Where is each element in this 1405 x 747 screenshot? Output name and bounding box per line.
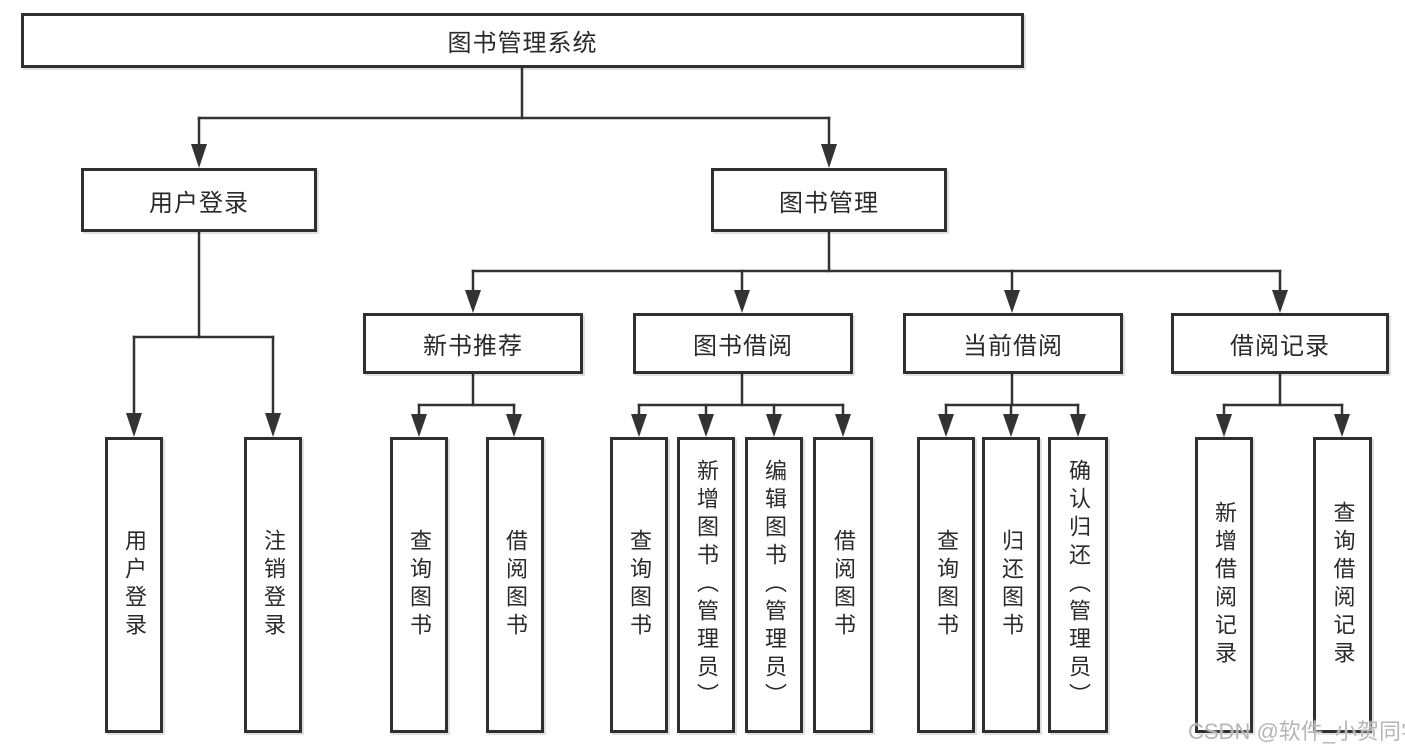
node-book-borrow-label: 图书借阅 [693, 333, 793, 360]
leaf-edit-book-admin-label: 编辑图书（管理员） [762, 459, 787, 711]
node-new-book-recommend: 新书推荐 [363, 313, 583, 374]
node-root: 图书管理系统 [21, 13, 1024, 68]
connector-borrow-branch [631, 372, 851, 437]
node-borrow-records: 借阅记录 [1171, 313, 1389, 374]
leaf-query-books-recommend: 查询图书 [390, 437, 448, 733]
leaf-user-login-label: 用户登录 [122, 529, 147, 641]
leaf-query-borrow-record: 查询借阅记录 [1313, 437, 1372, 733]
leaf-return-books: 归还图书 [982, 437, 1040, 733]
leaf-query-books-recommend-label: 查询图书 [407, 529, 432, 641]
leaf-add-borrow-record: 新增借阅记录 [1195, 437, 1253, 733]
leaf-user-login: 用户登录 [105, 437, 163, 733]
node-root-label: 图书管理系统 [447, 30, 598, 57]
leaf-return-books-label: 归还图书 [999, 529, 1024, 641]
node-new-book-recommend-label: 新书推荐 [423, 333, 523, 360]
leaf-query-books-borrow-label: 查询图书 [627, 529, 652, 641]
node-current-borrow: 当前借阅 [903, 313, 1123, 374]
connector-records-branch [1216, 372, 1350, 437]
leaf-confirm-return-admin: 确认归还（管理员） [1048, 437, 1108, 733]
leaf-add-book-admin: 新增图书（管理员） [677, 437, 735, 733]
connector-mgmt-to-level3 [465, 230, 1288, 313]
leaf-add-book-admin-label: 新增图书（管理员） [694, 459, 719, 711]
leaf-borrow-books: 借阅图书 [813, 437, 873, 733]
leaf-logout: 注销登录 [244, 437, 302, 733]
leaf-query-books-current: 查询图书 [917, 437, 975, 733]
node-book-management: 图书管理 [711, 168, 947, 232]
connector-login-branch [126, 230, 281, 437]
node-borrow-records-label: 借阅记录 [1230, 333, 1330, 360]
node-user-login: 用户登录 [81, 168, 317, 232]
connector-current-branch [938, 372, 1086, 437]
leaf-query-books-current-label: 查询图书 [934, 529, 959, 641]
leaf-borrow-books-label: 借阅图书 [831, 529, 856, 641]
node-book-management-label: 图书管理 [779, 189, 879, 217]
leaf-query-borrow-record-label: 查询借阅记录 [1330, 501, 1356, 669]
leaf-edit-book-admin: 编辑图书（管理员） [745, 437, 803, 733]
leaf-query-books-borrow: 查询图书 [610, 437, 668, 733]
node-book-borrow: 图书借阅 [633, 313, 853, 374]
leaf-logout-label: 注销登录 [261, 529, 286, 641]
leaf-borrow-books-recommend: 借阅图书 [486, 437, 544, 733]
leaf-borrow-books-recommend-label: 借阅图书 [503, 529, 528, 641]
csdn-watermark: CSDN @软件_小贺同学 [1188, 719, 1405, 744]
leaf-confirm-return-admin-label: 确认归还（管理员） [1066, 459, 1091, 711]
node-user-login-label: 用户登录 [149, 189, 249, 217]
connector-root-to-level2 [191, 66, 837, 168]
connector-recommend-branch [411, 372, 522, 437]
node-current-borrow-label: 当前借阅 [963, 333, 1063, 360]
leaf-add-borrow-record-label: 新增借阅记录 [1212, 501, 1237, 669]
